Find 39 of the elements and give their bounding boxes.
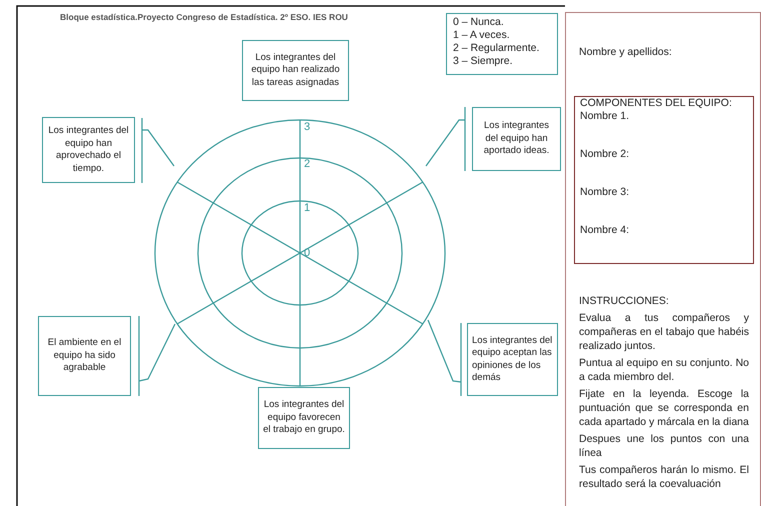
- key-box: [446, 13, 558, 75]
- side-panel: [565, 12, 761, 506]
- scale-number: 2: [304, 158, 310, 170]
- callout-box: [42, 117, 135, 183]
- callout-text: Los integrantes del equipo han realizado las tareas asignadas: [250, 52, 341, 90]
- name-line: Nombre 1.: [580, 110, 630, 122]
- callout-text: Los integrantes del equipo favorecen el trabajo en grupo.: [263, 399, 345, 437]
- scale-number: 3: [304, 121, 310, 133]
- callout-text: Los integrantes del equipo aceptan las opiniones de los demás: [472, 334, 553, 384]
- instruction-text: Fijate en la leyenda. Escoge la puntuación que se corresponda en cada apartado y márcala en la diana: [579, 387, 749, 429]
- leader-line: [427, 319, 462, 397]
- callout-text: El ambiente en el equipo ha sido agrabable: [46, 337, 122, 375]
- key-item: 3 – Siempre.: [453, 55, 514, 68]
- callout-text: Los integrantes del equipo han aportado ideas.: [482, 120, 550, 158]
- callout-box: [472, 107, 561, 171]
- leader-line: [141, 117, 175, 184]
- callout-text: Los integrantes del equipo han aprovechado el tiempo.: [47, 125, 130, 175]
- leader-line: [138, 315, 176, 397]
- instructions-heading: INSTRUCCIONES:: [579, 295, 670, 307]
- team-heading: COMPONENTES DEL EQUIPO:: [580, 97, 732, 109]
- name-line: Nombre 4:: [580, 224, 630, 236]
- name-prompt: Nombre y apellidos:: [579, 46, 673, 58]
- key-item: 2 – Regularmente.: [453, 42, 540, 55]
- callout-box: [242, 40, 349, 101]
- instruction-text: Puntua al equipo en su conjunto. No a cada miembro del.: [579, 356, 749, 384]
- callout-box: [258, 387, 350, 449]
- key-item: 1 – A veces.: [453, 29, 511, 42]
- leader-line: [425, 106, 466, 172]
- callout-box: [38, 316, 131, 396]
- instruction-text: Tus compañeros harán lo mismo. El resultado será la coevaluación: [579, 463, 749, 491]
- instruction-text: Evalua a tus compañeros y compañeras en el tabajo que habéis realizado juntos.: [579, 311, 749, 353]
- scale-number: 1: [304, 202, 310, 214]
- instruction-text: Despues une los puntos con una línea: [579, 432, 749, 460]
- header-text: Bloque estadística.Proyecto Congreso de Estadística. 2º ESO. IES ROU: [60, 12, 348, 22]
- team-box: [574, 96, 754, 264]
- key-item: 0 – Nunca.: [453, 16, 505, 29]
- name-line: Nombre 3:: [580, 186, 630, 198]
- callout-box: [467, 323, 558, 396]
- name-line: Nombre 2:: [580, 148, 630, 160]
